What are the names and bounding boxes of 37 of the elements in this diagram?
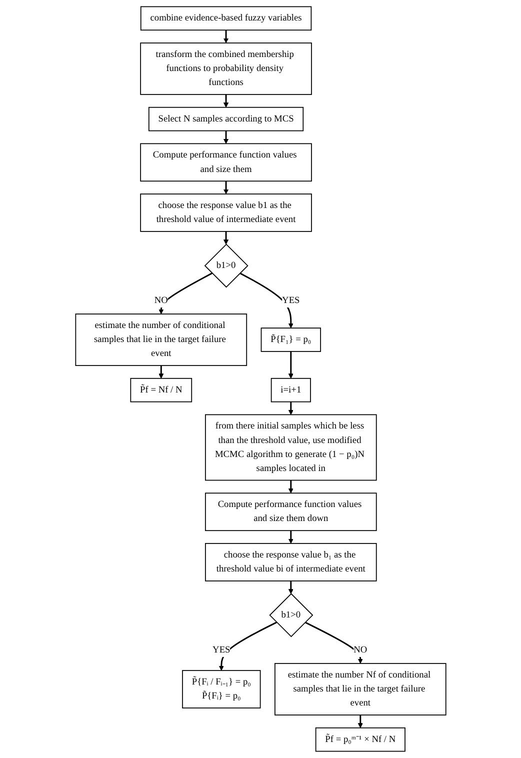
edge-label: YES: [212, 644, 230, 655]
arrow: [288, 530, 294, 544]
node-box: choose the response value b1 as the threshold value of intermediate event: [140, 194, 312, 232]
node-diamond: b1>0: [204, 244, 248, 288]
edge-label: NO: [353, 644, 367, 655]
node-box: P̃f = p₀ᵐ⁻¹ × Nf / N: [315, 727, 406, 752]
node-box: Compute performance function values and size them down: [204, 492, 377, 532]
node-box: P̃{F₁} = p₀: [260, 328, 321, 352]
node-box: Compute performance function values and size them: [140, 143, 312, 182]
arrow: [223, 94, 228, 108]
node-box: P̃{Fᵢ / Fᵢ₋₁} = p₀ P̃{Fᵢ} = p₀: [182, 670, 260, 708]
node-box: combine evidence-based fuzzy variables: [140, 6, 312, 31]
node-box: estimate the number of conditional samples that lie in the target failure event: [74, 314, 247, 366]
node-box: P̃f = Nf / N: [130, 378, 192, 402]
arrow: [288, 352, 294, 379]
node-box: Select N samples according to MCS: [148, 106, 304, 132]
arrow: [223, 181, 228, 194]
node-box: from there initial samples which be less than the threshold value, use modified MCMC algorithm to generate (1 − p₀)N samples located in: [204, 414, 377, 481]
node-box: choose the response value b₁ as the threshold value bi of intermediate event: [204, 543, 377, 582]
node-box: i=i+1: [270, 378, 311, 402]
arrow: [288, 480, 294, 494]
arrow: [223, 30, 228, 44]
arrow: [158, 272, 212, 314]
arrow: [158, 366, 164, 379]
node-diamond: b1>0: [268, 593, 313, 638]
node-box: estimate the number Nf of conditional samples that lie in the target failure event: [274, 663, 446, 716]
arrow: [288, 580, 294, 594]
arrow: [304, 622, 363, 664]
arrow: [288, 402, 294, 415]
arrow: [223, 231, 228, 245]
arrow: [218, 622, 277, 671]
edge-label: YES: [282, 295, 300, 306]
node-box: transform the combined membership functions to probability density functions: [140, 42, 312, 95]
edge-label: NO: [154, 295, 168, 306]
arrow: [239, 272, 294, 328]
arrow: [358, 715, 363, 728]
arrow: [223, 130, 228, 144]
